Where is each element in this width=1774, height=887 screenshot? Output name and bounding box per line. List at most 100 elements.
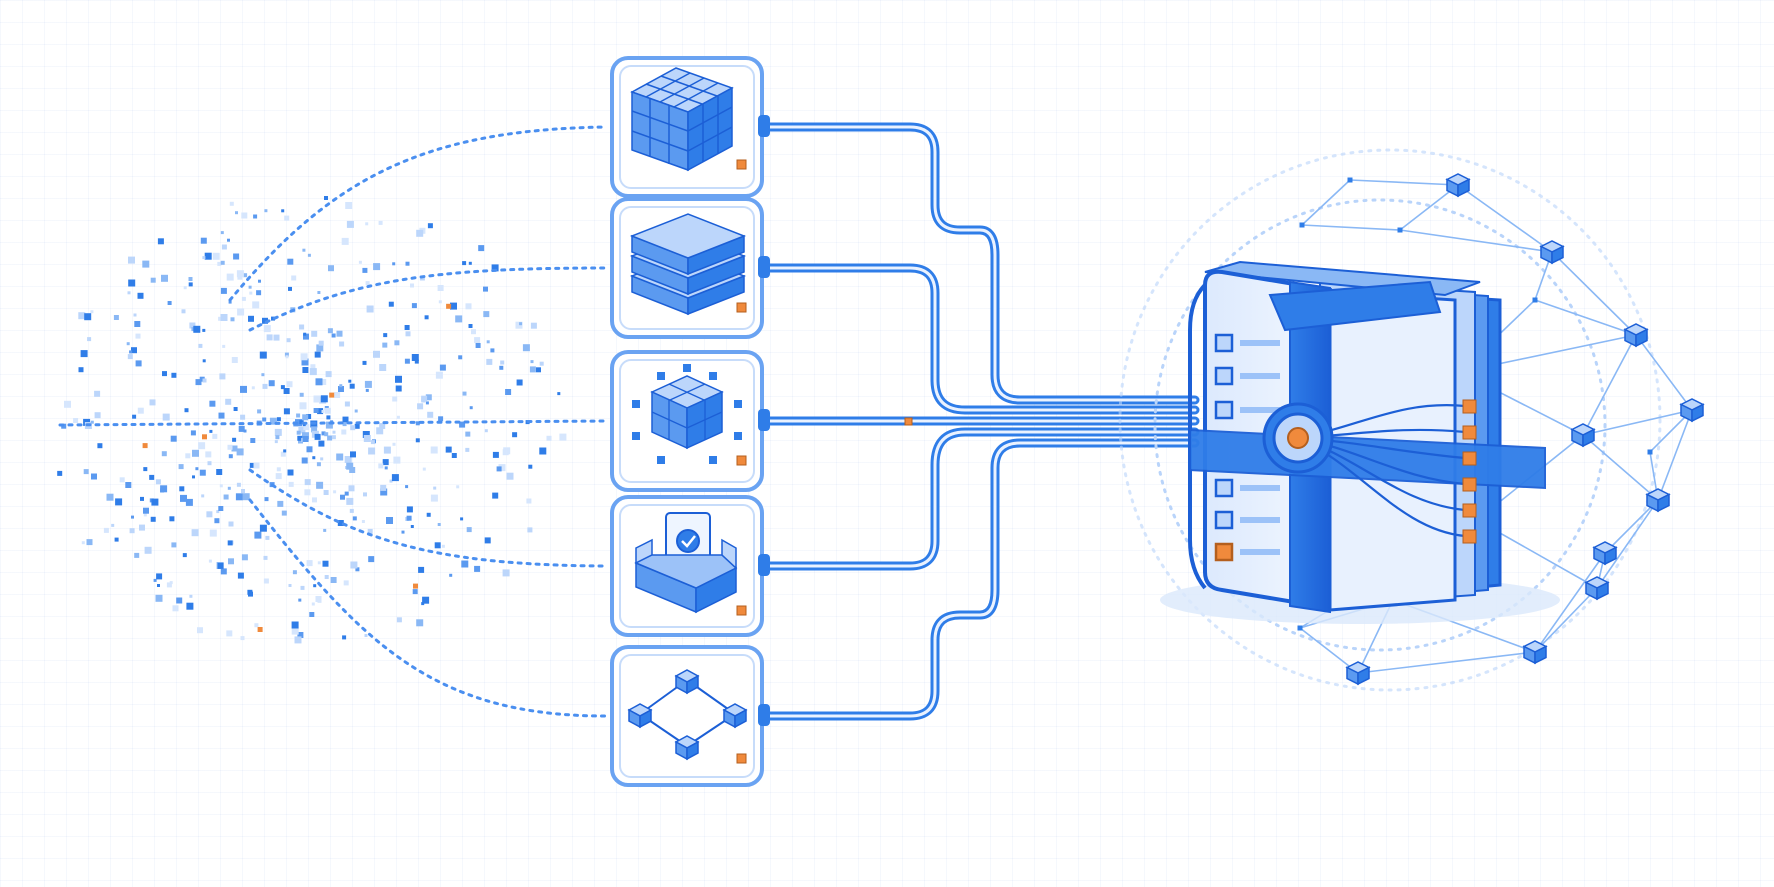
particle bbox=[236, 448, 244, 456]
particle bbox=[404, 325, 410, 330]
hub-port bbox=[1462, 425, 1477, 440]
particle bbox=[327, 435, 333, 441]
particle bbox=[309, 612, 315, 617]
particle bbox=[341, 429, 347, 435]
particle-accent bbox=[142, 443, 148, 449]
particle bbox=[317, 408, 324, 415]
particle bbox=[405, 485, 409, 489]
particle bbox=[412, 589, 418, 595]
graph-node bbox=[674, 669, 700, 695]
particle-accent bbox=[413, 583, 418, 589]
node-graph-icon bbox=[627, 669, 748, 761]
particle bbox=[298, 426, 306, 434]
network-node bbox=[1345, 661, 1371, 686]
particle bbox=[207, 461, 212, 466]
particle bbox=[252, 301, 260, 309]
particle bbox=[313, 408, 319, 413]
network-edge bbox=[1534, 552, 1606, 653]
particle bbox=[259, 351, 267, 359]
particle bbox=[81, 541, 85, 545]
particle bbox=[283, 408, 290, 415]
particle bbox=[437, 523, 441, 526]
particle bbox=[363, 435, 371, 442]
particle bbox=[156, 573, 163, 580]
particle bbox=[229, 201, 234, 206]
particle bbox=[500, 360, 505, 365]
particle bbox=[251, 386, 255, 390]
particle bbox=[266, 334, 273, 341]
particle bbox=[303, 333, 309, 340]
particle bbox=[238, 425, 245, 432]
particle bbox=[228, 300, 232, 304]
particle bbox=[395, 375, 402, 383]
particle bbox=[206, 511, 213, 518]
particle bbox=[225, 398, 232, 405]
particle bbox=[249, 291, 253, 295]
particle bbox=[218, 316, 223, 321]
particle bbox=[302, 432, 309, 440]
particle bbox=[327, 328, 333, 334]
particle bbox=[370, 440, 375, 445]
network-edge bbox=[1357, 651, 1536, 674]
layers-stack-icon bbox=[629, 213, 747, 316]
particle bbox=[140, 496, 144, 501]
particle bbox=[263, 555, 268, 560]
particle bbox=[198, 442, 206, 450]
particle bbox=[87, 337, 92, 342]
graph-node bbox=[627, 703, 653, 729]
particle bbox=[212, 433, 218, 439]
particle bbox=[434, 542, 441, 549]
particle bbox=[273, 334, 280, 341]
particle bbox=[129, 528, 135, 534]
particle bbox=[373, 350, 380, 358]
hub-list-row bbox=[1214, 478, 1280, 498]
particle bbox=[179, 486, 185, 492]
particle bbox=[490, 348, 495, 353]
particle bbox=[458, 355, 463, 360]
particle bbox=[321, 431, 326, 436]
particle bbox=[216, 510, 220, 514]
particle bbox=[94, 390, 101, 397]
tile-status-marker bbox=[736, 302, 747, 313]
particle bbox=[365, 281, 370, 286]
particle bbox=[137, 292, 144, 299]
particle bbox=[430, 494, 438, 502]
particle bbox=[249, 462, 255, 468]
particle bbox=[462, 261, 467, 266]
particle bbox=[471, 329, 476, 335]
particle bbox=[342, 635, 347, 640]
particle bbox=[184, 408, 189, 413]
particle bbox=[242, 493, 250, 501]
particle bbox=[317, 291, 321, 294]
particle bbox=[445, 446, 452, 453]
particle bbox=[258, 279, 261, 283]
particle bbox=[395, 385, 402, 392]
data-hub-binder-icon bbox=[1160, 260, 1560, 624]
particle bbox=[503, 447, 511, 455]
particle bbox=[265, 535, 270, 540]
particle bbox=[302, 436, 309, 442]
particle bbox=[417, 403, 424, 410]
tile-status-marker bbox=[736, 159, 747, 170]
particle bbox=[219, 373, 226, 380]
network-node bbox=[1647, 449, 1653, 455]
particle bbox=[281, 209, 285, 213]
particle bbox=[132, 414, 137, 419]
particle bbox=[119, 477, 125, 483]
particle bbox=[64, 400, 71, 408]
particle bbox=[276, 417, 281, 422]
particle bbox=[228, 521, 234, 527]
particle bbox=[171, 542, 177, 548]
particle bbox=[392, 262, 396, 266]
particle bbox=[277, 500, 284, 507]
particle bbox=[106, 493, 114, 501]
particle bbox=[180, 494, 187, 502]
hub-list-row bbox=[1214, 366, 1280, 386]
graph-node bbox=[722, 703, 748, 729]
particle bbox=[331, 333, 336, 338]
particle bbox=[528, 464, 533, 469]
particle bbox=[323, 528, 327, 532]
particle bbox=[90, 310, 94, 314]
particle bbox=[379, 364, 387, 371]
particle bbox=[365, 388, 369, 392]
